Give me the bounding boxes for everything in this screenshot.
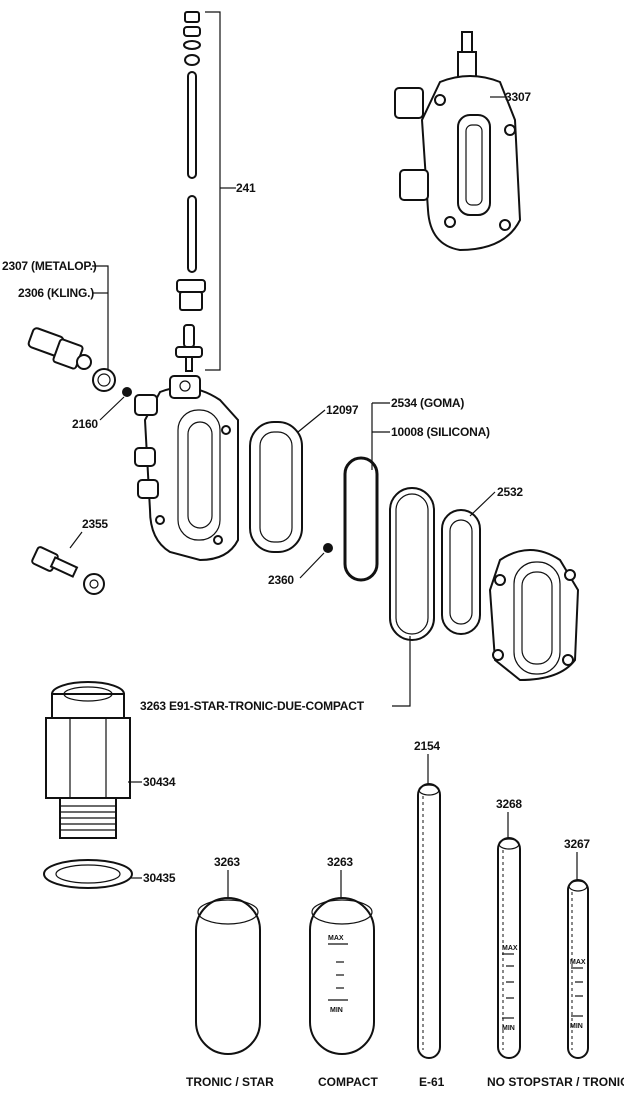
label-30435: 30435 [143, 871, 176, 885]
compact-max-mark: MAX [328, 935, 344, 942]
nostop-min-mark: MIN [502, 1025, 515, 1032]
label-2154: 2154 [414, 739, 440, 753]
part-30434-adapter [45, 681, 131, 839]
caption-compact: COMPACT [318, 1075, 378, 1089]
label-10008: 10008 (SILICONA) [391, 425, 490, 439]
part-2534-oring [343, 456, 379, 582]
part-12097-gasket [249, 421, 303, 553]
part-3307-valve-body [394, 31, 522, 252]
glass-tronic-star [195, 897, 261, 1055]
label-2360: 2360 [268, 573, 294, 587]
part-2360-ball [323, 543, 333, 553]
label-3268: 3268 [496, 797, 522, 811]
label-2307: 2307 (METALOP.) [2, 259, 97, 273]
part-241-rod-assembly [175, 11, 236, 372]
caption-star-tronic: STAR / TRONIC [541, 1075, 624, 1089]
tube-no-stop [497, 837, 521, 1059]
part-2532-gasket [441, 509, 481, 635]
label-2355: 2355 [82, 517, 108, 531]
startronic-max-mark: MAX [570, 959, 586, 966]
label-30434: 30434 [143, 775, 176, 789]
label-2532: 2532 [497, 485, 523, 499]
tube-star-tronic [567, 879, 589, 1059]
label-3267: 3267 [564, 837, 590, 851]
part-2306-fitting [27, 327, 116, 392]
caption-e61: E-61 [419, 1075, 445, 1089]
cover-plate [488, 549, 580, 682]
part-3263-sight-glass [389, 487, 435, 641]
label-3263-main: 3263 E91-STAR-TRONIC-DUE-COMPACT [140, 699, 365, 713]
label-2534: 2534 (GOMA) [391, 396, 464, 410]
label-3307: 3307 [505, 90, 531, 104]
label-12097: 12097 [326, 403, 359, 417]
glass-compact [309, 897, 375, 1055]
part-2160-ball [122, 387, 132, 397]
tube-e61 [417, 783, 441, 1059]
caption-tronic-star: TRONIC / STAR [186, 1075, 274, 1089]
label-2306: 2306 (KLING.) [18, 286, 94, 300]
label-241: 241 [236, 181, 256, 195]
caption-no-stop: NO STOP [487, 1075, 541, 1089]
part-30435-washer [43, 859, 133, 889]
label-3263-compact: 3263 [327, 855, 353, 869]
part-2355-bolt [31, 546, 105, 595]
main-housing [134, 375, 239, 562]
startronic-min-mark: MIN [570, 1023, 583, 1030]
nostop-max-mark: MAX [502, 945, 518, 952]
label-2160: 2160 [72, 417, 98, 431]
label-3263-tronic: 3263 [214, 855, 240, 869]
compact-min-mark: MIN [330, 1007, 343, 1014]
